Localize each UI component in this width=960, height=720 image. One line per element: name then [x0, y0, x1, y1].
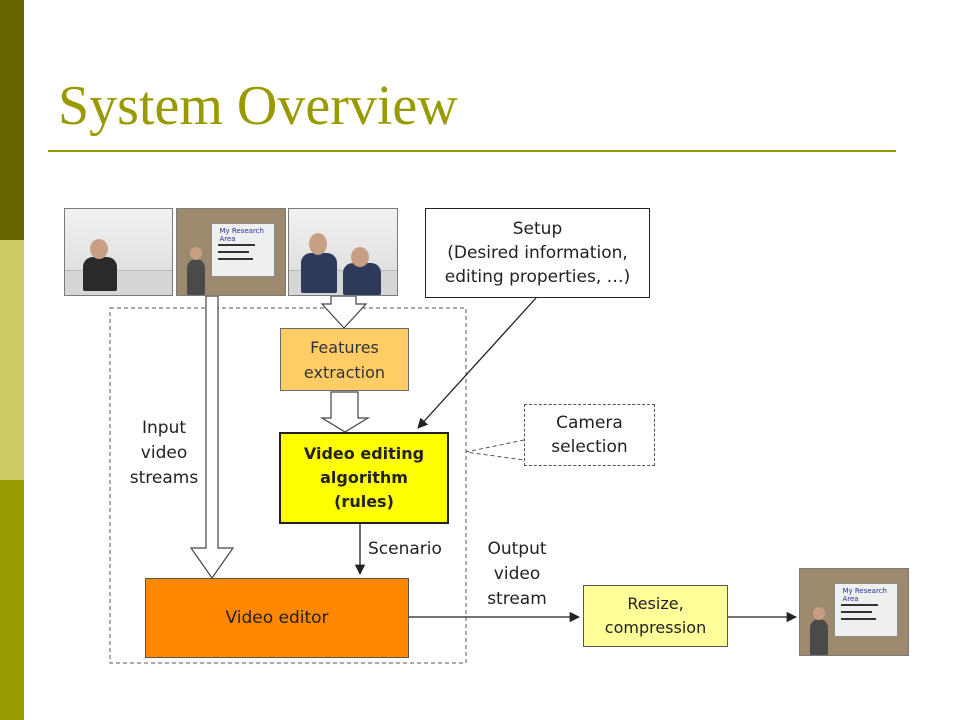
setup-title: Setup: [512, 219, 563, 239]
input-video-streams-label: Input video streams: [124, 416, 204, 491]
setup-line-3: editing properties, …): [444, 267, 631, 287]
output-label-line-3: stream: [487, 589, 547, 609]
camera-selection-line-2: selection: [551, 437, 628, 457]
input-label-line-2: video: [140, 443, 188, 463]
setup-line-2: (Desired information,: [447, 243, 628, 263]
camera-selection-line-1: Camera: [556, 413, 623, 433]
output-label-line-2: video: [493, 564, 541, 584]
scenario-label: Scenario: [368, 539, 442, 559]
projection-screen: My Research Area: [211, 223, 275, 277]
output-thumbnail: My Research Area: [799, 568, 909, 656]
camera-1-thumbnail: [64, 208, 173, 296]
slide-title: System Overview: [58, 75, 458, 137]
input-label-line-1: Input: [141, 418, 187, 438]
features-to-algorithm-arrow: [319, 391, 371, 433]
sidebar-band-mid: [0, 480, 24, 720]
features-line-1: Features: [310, 337, 379, 357]
camera-selection-callout: Camera selection: [524, 404, 655, 466]
presenter: [810, 619, 828, 655]
person: [83, 257, 117, 291]
person: [343, 263, 381, 295]
algorithm-line-2: algorithm: [320, 468, 408, 487]
video-editor-label: Video editor: [225, 608, 329, 628]
sidebar-band-light: [0, 240, 24, 480]
camera-selection-callout-tail: [465, 439, 525, 461]
camera-2-thumbnail: My Research Area: [176, 208, 286, 296]
resize-line-2: compression: [604, 618, 707, 637]
projection-screen: My Research Area: [834, 583, 898, 637]
screen-slide-text: My Research Area: [842, 587, 887, 604]
algorithm-line-1: Video editing: [303, 444, 425, 463]
resize-compression-box: Resize, compression: [583, 585, 728, 647]
person: [301, 253, 337, 293]
output-label-line-1: Output: [487, 539, 547, 559]
features-line-2: extraction: [303, 362, 386, 382]
thumbnails-to-features-arrow: [320, 295, 368, 329]
presenter: [187, 259, 205, 295]
title-underline: [48, 150, 896, 152]
person-head: [309, 233, 327, 255]
setup-to-algorithm-arrow: [417, 297, 537, 429]
algorithm-line-3: (rules): [334, 492, 394, 511]
screen-slide-text: My Research Area: [219, 227, 264, 244]
output-video-stream-label: Output video stream: [472, 537, 562, 612]
presenter-head: [190, 247, 202, 260]
person-head: [90, 239, 108, 259]
resize-line-1: Resize,: [627, 594, 684, 613]
presenter-head: [813, 607, 825, 620]
setup-box: Setup (Desired information, editing prop…: [425, 208, 650, 298]
video-editing-algorithm-box: Video editing algorithm (rules): [279, 432, 449, 524]
features-extraction-box: Features extraction: [280, 328, 409, 391]
camera-3-thumbnail: [288, 208, 398, 296]
input-label-line-3: streams: [129, 468, 199, 488]
sidebar-band-dark: [0, 0, 24, 240]
video-editor-box: Video editor: [145, 578, 409, 658]
person-head: [351, 247, 369, 267]
table: [65, 269, 172, 295]
